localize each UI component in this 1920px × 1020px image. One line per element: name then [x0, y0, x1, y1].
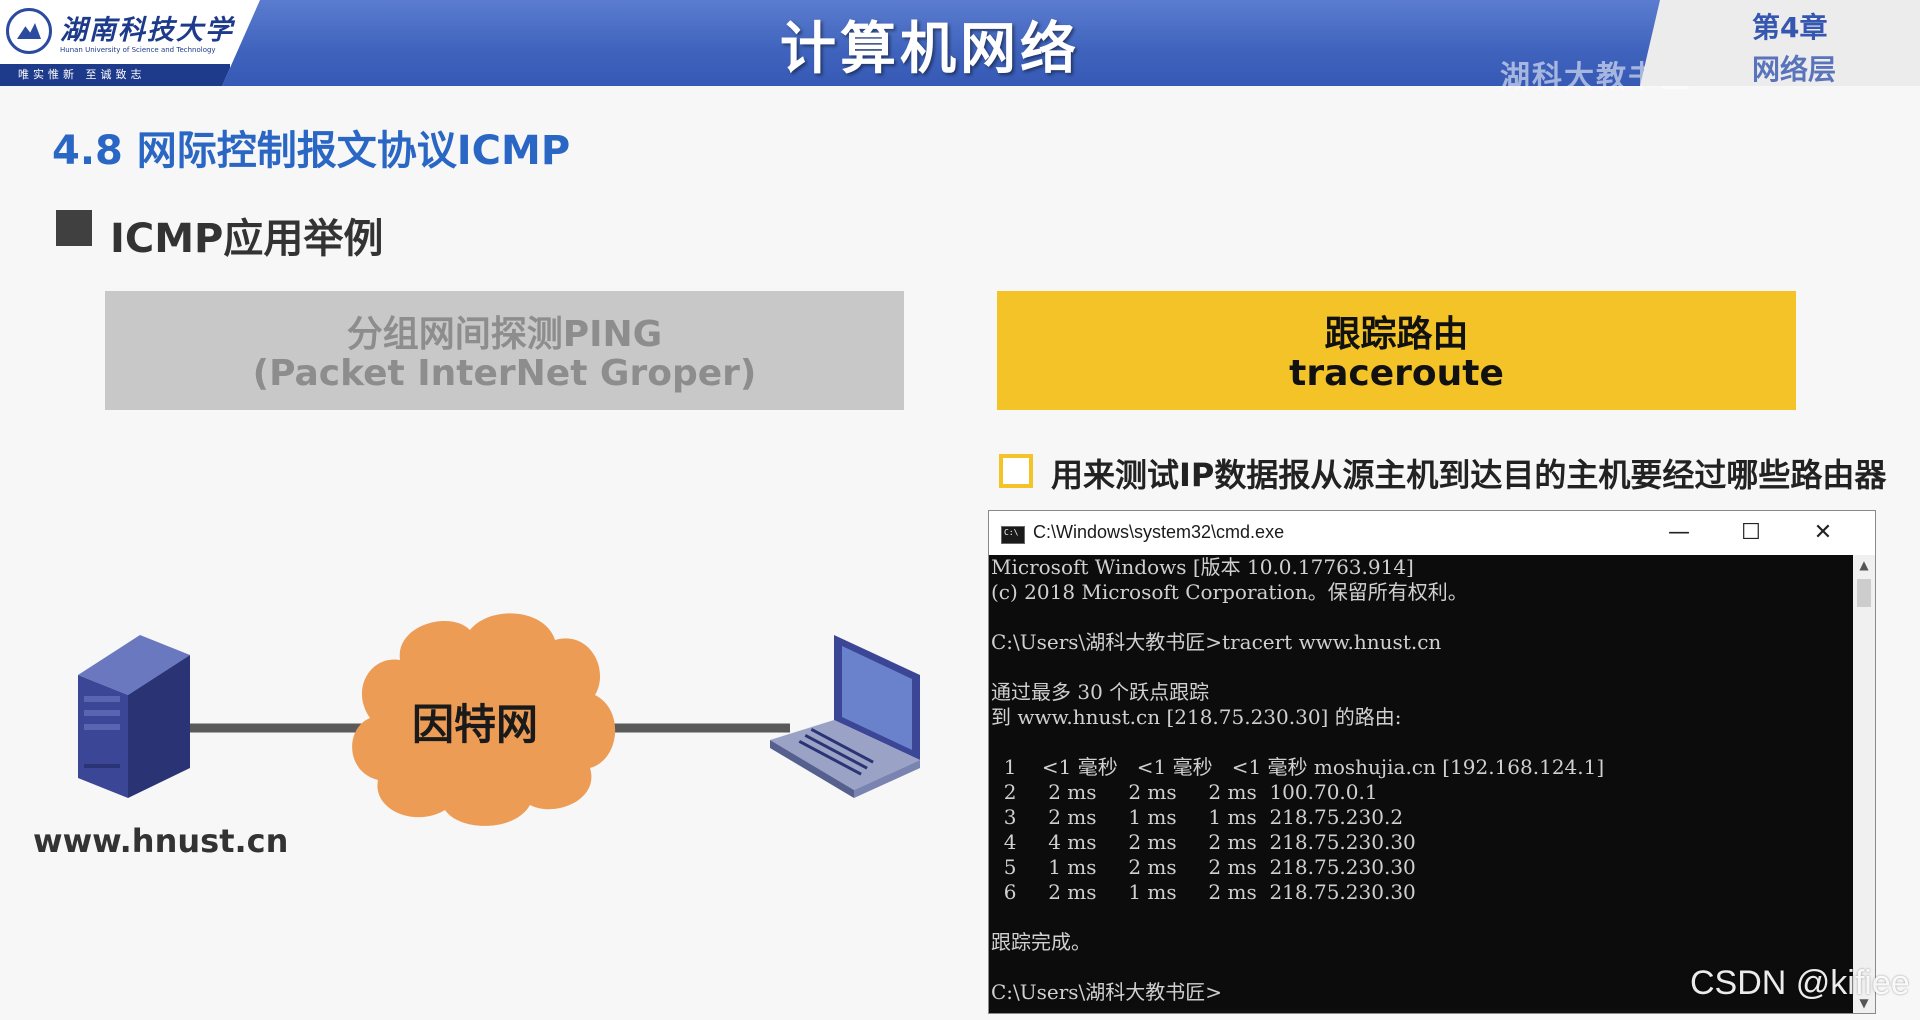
- university-english-name: Hunan University of Science and Technolo…: [60, 46, 216, 54]
- chapter-sub: 网络层: [1752, 53, 1837, 86]
- scroll-thumb[interactable]: [1857, 579, 1871, 607]
- cmd-console[interactable]: Microsoft Windows [版本 10.0.17763.914](c)…: [989, 555, 1853, 1013]
- console-line: 通过最多 30 个跃点跟踪: [991, 680, 1210, 704]
- internet-label: 因特网: [412, 700, 539, 749]
- vertical-scrollbar[interactable]: ▲ ▼: [1853, 555, 1875, 1013]
- cmd-window[interactable]: C:\Windows\system32\cmd.exe — ☐ ✕ Micros…: [988, 510, 1876, 1014]
- cmd-title: C:\Windows\system32\cmd.exe: [1033, 522, 1285, 542]
- console-line: 5 1 ms 2 ms 2 ms 218.75.230.30: [991, 855, 1416, 879]
- close-button[interactable]: ✕: [1813, 520, 1833, 545]
- sub-heading-label: ICMP应用举例: [110, 216, 384, 262]
- description-text: 用来测试IP数据报从源主机到达目的主机要经过哪些路由器: [1051, 456, 1887, 494]
- console-line: (c) 2018 Microsoft Corporation。保留所有权利。: [991, 580, 1468, 604]
- csdn-watermark: CSDN @kifiee: [1690, 964, 1910, 1002]
- section-title: 4.8 网际控制报文协议ICMP: [52, 128, 571, 174]
- square-bullet-icon: [56, 210, 92, 246]
- university-name: 湖南科技大学: [60, 15, 234, 46]
- console-line: 2 2 ms 2 ms 2 ms 100.70.0.1: [991, 780, 1378, 804]
- university-logo: 湖南科技大学 Hunan University of Science and T…: [0, 0, 260, 86]
- console-line: 6 2 ms 1 ms 2 ms 218.75.230.30: [991, 880, 1416, 904]
- cmd-app-icon: [1001, 526, 1025, 544]
- university-motto: 唯实惟新 至诚致志: [0, 64, 230, 86]
- console-line: 跟踪完成。: [991, 930, 1091, 954]
- traceroute-subtitle: traceroute: [1289, 353, 1504, 394]
- maximize-button[interactable]: ☐: [1741, 520, 1761, 545]
- checkbox-bullet-icon: [999, 454, 1033, 488]
- console-line: 到 www.hnust.cn [218.75.230.30] 的路由:: [991, 705, 1402, 729]
- scroll-up-arrow-icon[interactable]: ▲: [1859, 558, 1869, 572]
- course-title: 计算机网络: [780, 17, 1080, 82]
- header-band: [0, 0, 1920, 86]
- ping-box: 分组网间探测PING (Packet InterNet Groper): [105, 291, 904, 410]
- network-diagram: [78, 613, 920, 826]
- console-line: C:\Users\湖科大教书匠>tracert www.hnust.cn: [991, 630, 1442, 654]
- console-line: 4 4 ms 2 ms 2 ms 218.75.230.30: [991, 830, 1416, 854]
- internet-cloud-icon: [352, 613, 616, 826]
- console-line: C:\Users\湖科大教书匠>: [991, 980, 1223, 1004]
- console-line: 3 2 ms 1 ms 1 ms 218.75.230.2: [991, 805, 1404, 829]
- traceroute-title: 跟踪路由: [1324, 314, 1469, 355]
- chapter-label: 第4章: [1752, 11, 1828, 44]
- server-icon: [78, 635, 190, 798]
- cmd-titlebar[interactable]: C:\Windows\system32\cmd.exe — ☐ ✕: [989, 511, 1875, 555]
- laptop-icon: [770, 635, 920, 798]
- ping-subtitle: (Packet InterNet Groper): [252, 353, 757, 394]
- console-line: 1 <1 毫秒 <1 毫秒 <1 毫秒 moshujia.cn [192.168…: [991, 755, 1605, 779]
- console-line: Microsoft Windows [版本 10.0.17763.914]: [991, 555, 1414, 579]
- slide-header: 湖南科技大学 Hunan University of Science and T…: [0, 0, 1920, 95]
- ping-title: 分组网间探测PING: [346, 314, 663, 355]
- chapter-box: [1640, 0, 1920, 86]
- scroll-down-arrow-icon[interactable]: ▼: [1859, 996, 1869, 1010]
- traceroute-box: 跟踪路由 traceroute: [997, 291, 1796, 410]
- server-domain-label: www.hnust.cn: [33, 822, 289, 860]
- university-seal-icon: [6, 8, 52, 54]
- minimize-button[interactable]: —: [1668, 520, 1690, 545]
